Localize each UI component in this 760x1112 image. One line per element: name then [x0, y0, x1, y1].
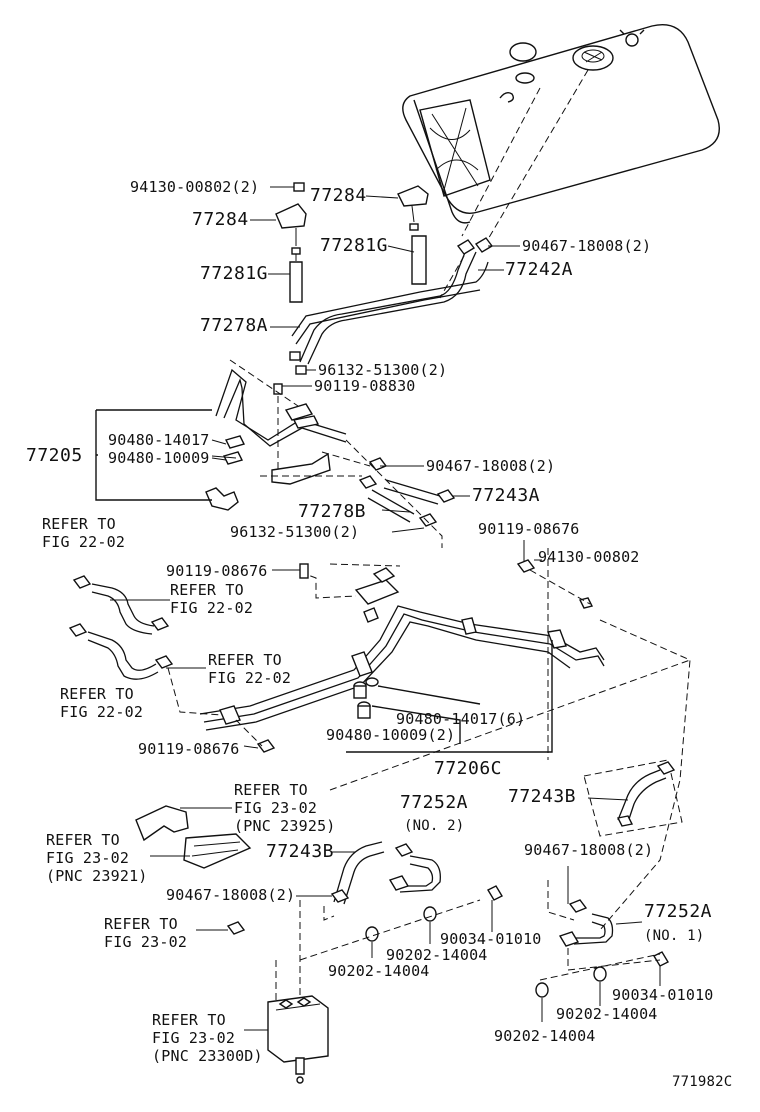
label-77278a: 77278A	[200, 315, 269, 336]
label-90119-08676-right: 90119-08676	[478, 520, 580, 538]
label-90034-01010-right: 90034-01010	[612, 986, 714, 1004]
label-77206c: 77206C	[434, 758, 503, 779]
hose-77252a-no2	[299, 841, 503, 961]
label-90480-10009-2: 90480-10009(2)	[326, 726, 456, 744]
label-90467-18008-2-left: 90467-18008(2)	[166, 886, 296, 904]
lower-brackets	[135, 805, 252, 935]
label-90467-18008-2-right: 90467-18008(2)	[524, 841, 654, 859]
label-77243b-right: 77243B	[508, 786, 577, 807]
label-90202-14004-d: 90202-14004	[494, 1027, 596, 1045]
label-77284-right: 77284	[310, 185, 367, 206]
label-90480-14017: 90480-14017	[108, 431, 210, 449]
figure-code: 771982C	[672, 1074, 733, 1090]
label-90480-14017-6: 90480-14017(6)	[396, 710, 526, 728]
label-77242a: 77242A	[505, 259, 574, 280]
label-94130-00802: 94130-00802	[538, 548, 640, 566]
upper-tubes	[291, 237, 494, 365]
fuel-filter	[267, 900, 329, 1084]
fuel-tank	[402, 24, 720, 247]
label-90034-01010-left: 90034-01010	[440, 930, 542, 948]
label-90467-18008-2-mid: 90467-18008(2)	[426, 457, 556, 475]
hose-77243a	[260, 439, 456, 548]
leader-lines	[110, 186, 661, 1031]
label-90480-10009: 90480-10009	[108, 449, 210, 467]
label-96132-51300-2-bottom: 96132-51300(2)	[230, 523, 360, 541]
label-77284-left: 77284	[192, 209, 249, 230]
label-90119-08676-bottom: 90119-08676	[138, 740, 240, 758]
label-94130-00802-2: 94130-00802(2)	[130, 178, 260, 196]
fuel-tube-77206c	[199, 548, 691, 931]
label-no-1: (NO. 1)	[644, 928, 705, 944]
label-77243a: 77243A	[472, 485, 541, 506]
label-90202-14004-c: 90202-14004	[556, 1005, 658, 1023]
label-90467-18008-2-top: 90467-18008(2)	[522, 237, 652, 255]
label-90202-14004-a: 90202-14004	[386, 946, 488, 964]
label-96132-51300-2-top: 96132-51300(2)	[318, 361, 448, 379]
label-77281g-right: 77281G	[320, 235, 389, 256]
hose-77252a-no1	[535, 880, 669, 998]
label-77243b-middle: 77243B	[266, 841, 335, 862]
hose-77243b-right	[583, 759, 683, 837]
label-77205: 77205	[26, 445, 83, 466]
label-90119-08676-top: 90119-08676	[166, 562, 268, 580]
label-90119-08830: 90119-08830	[314, 377, 416, 395]
label-77252a-no2: 77252A	[400, 792, 469, 813]
upper-brackets	[275, 182, 429, 303]
label-77278b: 77278B	[298, 501, 367, 522]
label-90202-14004-b: 90202-14004	[328, 962, 430, 980]
label-77252a-no1: 77252A	[644, 901, 713, 922]
left-hoses	[68, 575, 237, 717]
label-no-2: (NO. 2)	[404, 818, 465, 834]
label-77281g-left: 77281G	[200, 263, 269, 284]
